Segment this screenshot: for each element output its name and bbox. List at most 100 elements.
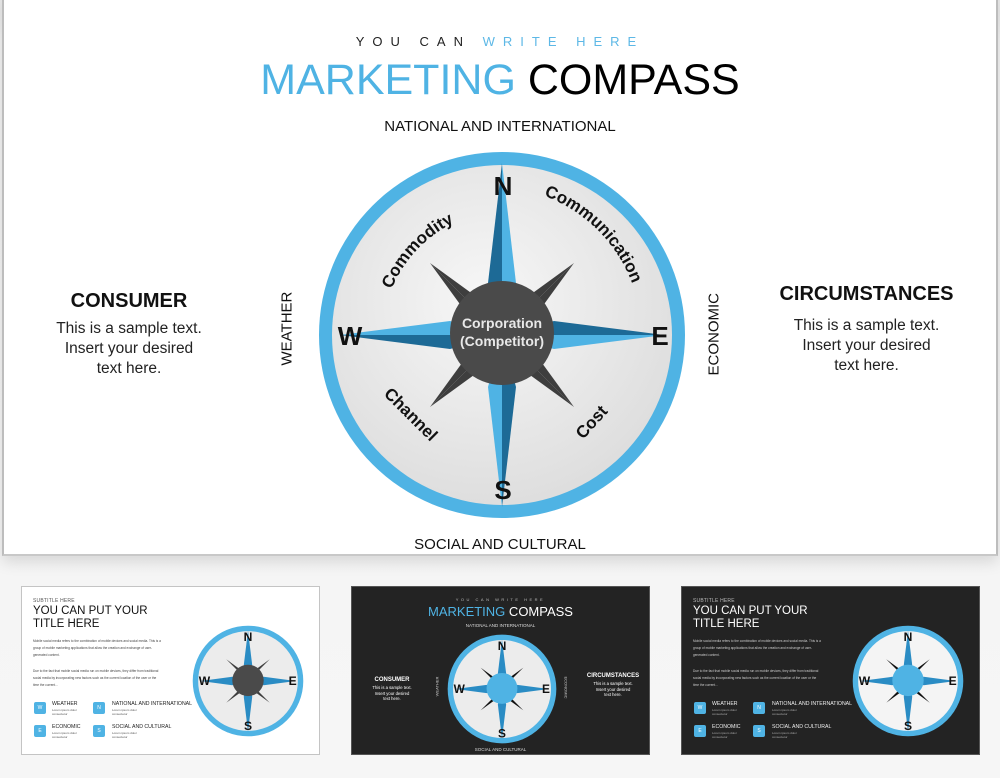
thumb-consumer-block: CONSUMER This is a sample text. Insert y…	[362, 677, 422, 702]
title-line: TITLE HERE	[33, 618, 100, 630]
item-desc: Lorem ipsum dolor consectetur	[112, 731, 137, 739]
item-desc: Lorem ipsum dolor consectetur	[112, 708, 137, 716]
item-desc: Lorem ipsum dolor consectetur	[712, 731, 737, 739]
text-line: This is a sample text.	[593, 681, 633, 686]
badge-w: W	[34, 702, 46, 714]
thumbnail-dark-layout[interactable]: SUBTITLE HERE YOU CAN PUT YOUR TITLE HER…	[681, 586, 980, 755]
right-vertical-label: ECONOMIC	[705, 293, 723, 376]
thumbnail-dark-compass[interactable]: YOU CAN WRITE HERE MARKETING COMPASS NAT…	[351, 586, 650, 755]
thumb-circumstances-heading: CIRCUMSTANCES	[586, 673, 640, 679]
svg-text:E: E	[949, 674, 957, 688]
svg-text:E: E	[289, 674, 297, 688]
consumer-heading: CONSUMER	[70, 290, 188, 312]
consumer-text: This is a sample text. Insert your desir…	[24, 319, 234, 379]
north-letter: N	[494, 171, 513, 201]
item-desc: Lorem ipsum dolor consectetur	[772, 731, 797, 739]
title-highlight: MARKETING	[260, 56, 516, 104]
thumb-left-vertical: WEATHER	[434, 676, 440, 697]
title-highlight: MARKETING	[428, 604, 506, 619]
text-line: Insert your desired	[595, 686, 631, 692]
svg-text:S: S	[244, 719, 252, 733]
badge-s: S	[93, 725, 105, 737]
thumb-right-vertical: ECONOMIC	[563, 676, 569, 699]
title-rest: COMPASS	[505, 604, 573, 619]
thumb-compass-icon: N S W E	[447, 634, 557, 744]
thumb-paragraph-2: Due to the fact that mobile social media…	[33, 669, 159, 687]
thumb-paragraph-1: Mobile social media refers to the combin…	[33, 639, 161, 657]
text-line: Insert your desired	[374, 690, 410, 696]
text-line: This is a sample text.	[56, 320, 202, 337]
item-label: NATIONAL AND INTERNATIONAL	[112, 701, 193, 707]
text-line: text here.	[604, 692, 622, 697]
thumb-paragraph-2: Due to the fact that mobile social media…	[693, 669, 819, 687]
item-label: WEATHER	[52, 701, 78, 707]
title-line: YOU CAN PUT YOUR	[33, 605, 148, 617]
thumbnail-light-layout[interactable]: SUBTITLE HERE YOU CAN PUT YOUR TITLE HER…	[21, 586, 320, 755]
kicker-highlight: WRITE HERE	[482, 34, 645, 49]
text-line: This is a sample text.	[372, 685, 412, 690]
main-slide-preview: YOU CAN WRITE HERE MARKETING COMPASS NAT…	[2, 0, 998, 556]
svg-text:N: N	[904, 630, 913, 644]
item-label: WEATHER	[712, 701, 738, 707]
badge-w: W	[694, 702, 706, 714]
circumstances-block: CIRCUMSTANCES This is a sample text. Ins…	[759, 283, 974, 376]
thumb-top-label: NATIONAL AND INTERNATIONAL	[465, 623, 536, 628]
west-letter: W	[338, 321, 363, 351]
svg-text:W: W	[859, 674, 871, 688]
hub-line2: (Competitor)	[460, 333, 544, 349]
item-label: SOCIAL AND CULTURAL	[772, 724, 832, 730]
thumb-bottom-label: SOCIAL AND CULTURAL	[474, 747, 527, 752]
text-line: This is a sample text.	[793, 317, 940, 334]
thumb-title: YOU CAN PUT YOUR TITLE HERE	[33, 605, 148, 631]
item-label: ECONOMIC	[712, 724, 741, 730]
compass-diagram: Corporation (Competitor) N S W E Commodi…	[314, 147, 690, 523]
svg-text:W: W	[454, 682, 466, 696]
thumb-consumer-text: This is a sample text. Insert your desir…	[362, 685, 422, 702]
item-label: ECONOMIC	[52, 724, 81, 730]
badge-n: N	[753, 702, 765, 714]
thumb-consumer-heading: CONSUMER	[374, 677, 410, 683]
consumer-block: CONSUMER This is a sample text. Insert y…	[24, 290, 234, 379]
badge-e: E	[34, 725, 46, 737]
slide-title: MARKETING COMPASS	[4, 56, 996, 105]
east-letter: E	[651, 321, 668, 351]
top-label: NATIONAL AND INTERNATIONAL	[384, 118, 616, 135]
item-desc: Lorem ipsum dolor consectetur	[772, 708, 797, 716]
badge-s: S	[753, 725, 765, 737]
svg-text:N: N	[498, 639, 507, 653]
item-label: SOCIAL AND CULTURAL	[112, 724, 172, 730]
title-line: TITLE HERE	[693, 618, 760, 630]
thumb-paragraph-1: Mobile social media refers to the combin…	[693, 639, 821, 657]
thumb-circumstances-text: This is a sample text. Insert your desir…	[580, 681, 646, 698]
svg-text:N: N	[244, 630, 253, 644]
item-desc: Lorem ipsum dolor consectetur	[52, 708, 77, 716]
svg-text:W: W	[199, 674, 211, 688]
thumb-compass-icon: N S W E	[852, 625, 964, 737]
svg-text:S: S	[904, 719, 912, 733]
thumb-kicker: YOU CAN WRITE HERE	[455, 597, 546, 602]
text-line: text here.	[383, 696, 401, 701]
left-vertical-label: WEATHER	[278, 291, 296, 366]
text-line: text here.	[834, 357, 899, 374]
thumb-subtitle: SUBTITLE HERE	[33, 598, 75, 604]
text-line: Insert your desired	[802, 337, 931, 354]
thumb-circumstances-block: CIRCUMSTANCES This is a sample text. Ins…	[580, 673, 646, 698]
kicker-part1: YOU CAN	[355, 34, 483, 49]
hub-line1: Corporation	[462, 315, 542, 331]
bottom-label: SOCIAL AND CULTURAL	[414, 536, 586, 553]
title-line: YOU CAN PUT YOUR	[693, 605, 808, 617]
svg-text:S: S	[498, 726, 506, 740]
kicker-text: YOU CAN WRITE HERE	[4, 34, 996, 49]
badge-n: N	[93, 702, 105, 714]
text-line: Insert your desired	[64, 340, 194, 357]
thumb-subtitle: SUBTITLE HERE	[693, 598, 735, 604]
item-desc: Lorem ipsum dolor consectetur	[52, 731, 77, 739]
compass-hub	[450, 281, 554, 385]
circumstances-text: This is a sample text. Insert your desir…	[759, 316, 974, 376]
circumstances-heading: CIRCUMSTANCES	[779, 283, 954, 305]
badge-e: E	[694, 725, 706, 737]
title-rest: COMPASS	[515, 56, 740, 104]
thumb-title: MARKETING COMPASS	[352, 604, 649, 619]
south-letter: S	[494, 475, 511, 505]
text-line: text here.	[96, 360, 162, 377]
